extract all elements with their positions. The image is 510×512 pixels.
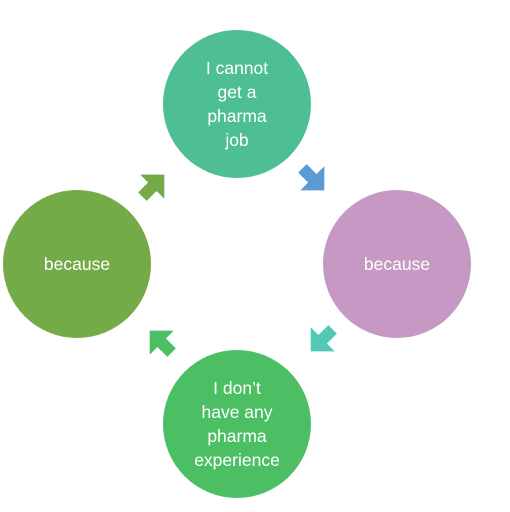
cycle-node-left-label: because: [43, 254, 111, 274]
cycle-node-left: because: [3, 190, 151, 338]
cycle-node-right: because: [323, 190, 471, 338]
arrow-up-right-icon: [131, 164, 175, 208]
cycle-node-bottom-label: I don’t have any pharma experience: [194, 378, 280, 470]
arrow-up-left-shape: [149, 330, 176, 357]
cycle-node-bottom: I don’t have any pharma experience: [163, 350, 311, 498]
arrow-down-left-icon: [300, 318, 344, 362]
arrow-down-right-icon: [291, 157, 335, 201]
cycle-node-top: I cannot get a pharma job: [163, 30, 311, 178]
arrow-down-right-shape: [298, 164, 325, 191]
arrow-up-right-shape: [138, 174, 165, 201]
arrow-down-left-shape: [310, 325, 337, 352]
cycle-node-top-label: I cannot get a pharma job: [205, 58, 269, 150]
arrow-up-left-icon: [139, 320, 183, 364]
cycle-node-right-label: because: [363, 254, 431, 274]
